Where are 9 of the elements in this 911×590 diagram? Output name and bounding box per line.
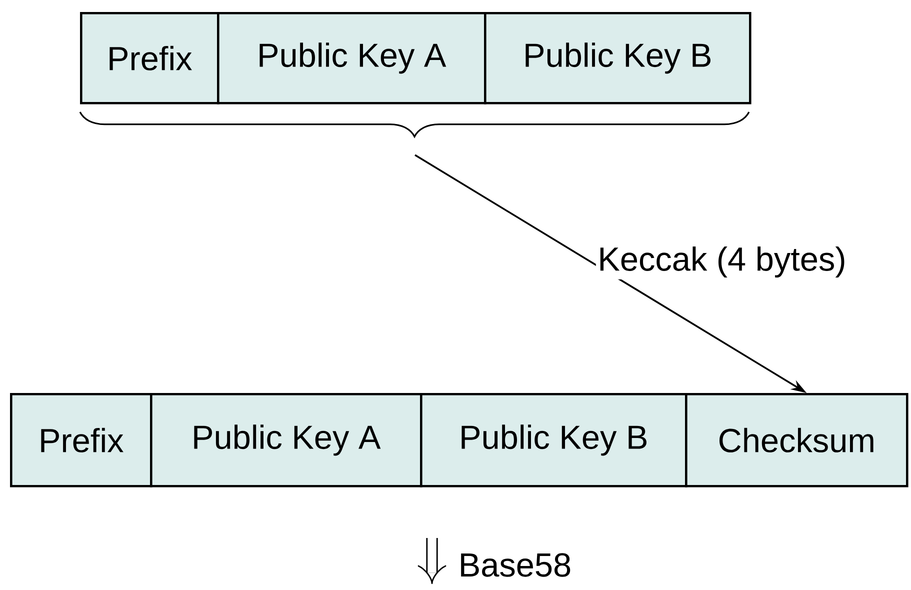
- field-cell: Checksum: [685, 393, 908, 488]
- field-cell: Prefix: [80, 12, 220, 104]
- field-cell: Public Key B: [484, 12, 752, 104]
- field-cell: Prefix: [10, 393, 152, 488]
- label: Base58: [461, 553, 570, 577]
- field-cell: Public Key B: [420, 393, 688, 488]
- field-cell: Public Key A: [217, 12, 486, 104]
- field-cell: Public Key A: [150, 393, 422, 488]
- edge-label: Keccak (4 bytes): [596, 244, 848, 280]
